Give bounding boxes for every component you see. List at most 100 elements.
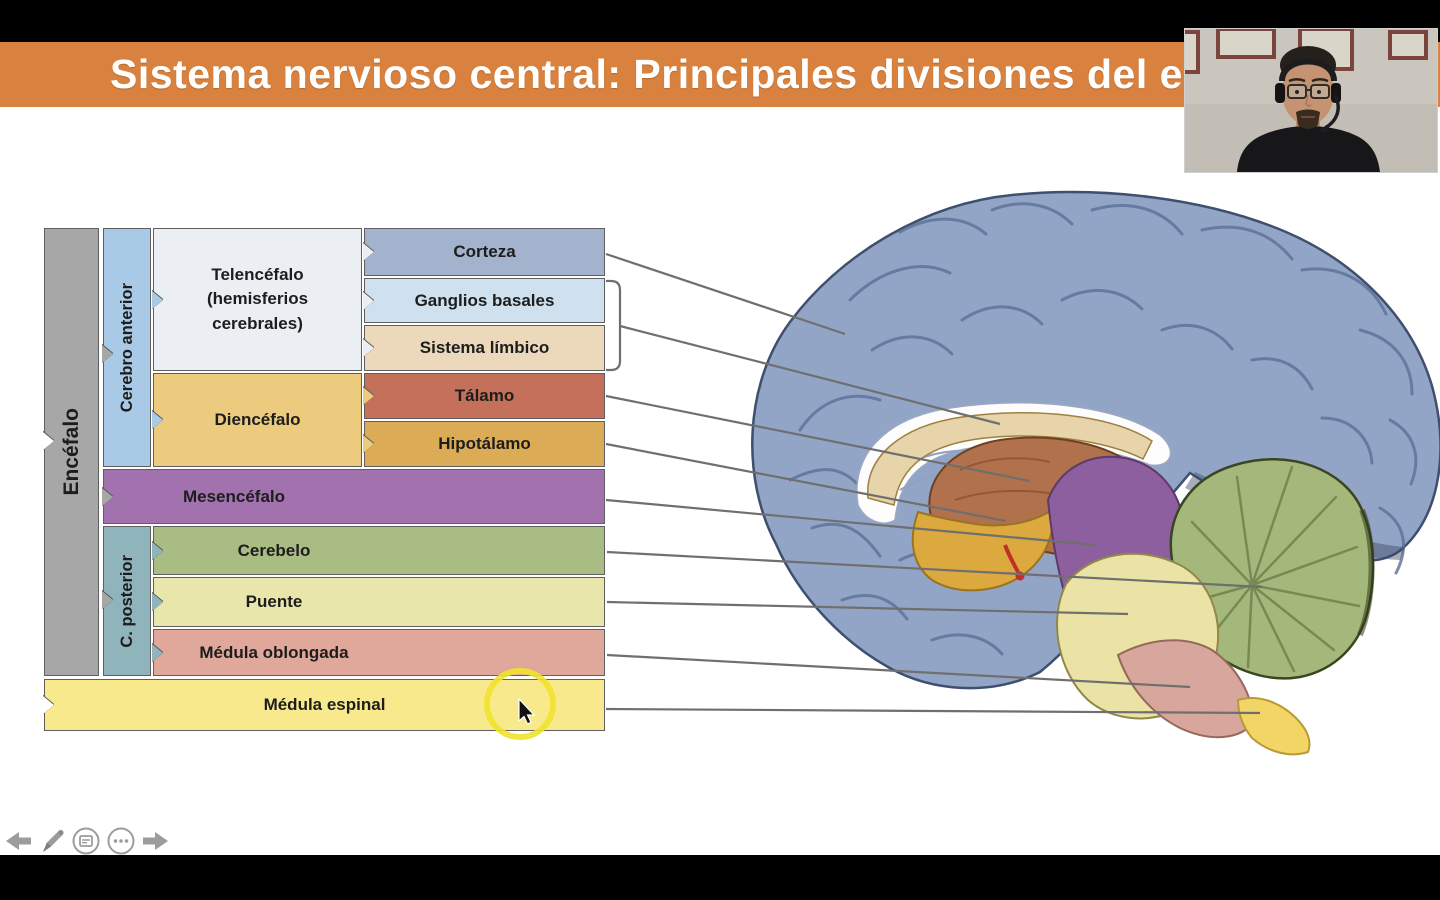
cerebellum-foliage-lines xyxy=(1182,465,1361,673)
fornix-lines xyxy=(899,449,986,511)
chevron-notch-icon xyxy=(152,411,163,429)
hipotalamo-label: Hipotálamo xyxy=(438,434,531,453)
arrow-left-icon xyxy=(6,832,31,850)
next-slide-button[interactable] xyxy=(142,830,170,852)
mesencefalo-label: Mesencéfalo xyxy=(182,486,286,506)
more-options-button[interactable] xyxy=(107,827,135,855)
chevron-notch-icon xyxy=(363,291,374,310)
chevron-notch-icon xyxy=(152,541,163,560)
arrow-right-icon xyxy=(143,832,168,850)
headset-earcup-icon xyxy=(1331,83,1341,103)
box-talamo: Tálamo xyxy=(363,373,605,419)
chevron-notch-icon xyxy=(43,432,54,450)
pen-tool-button[interactable] xyxy=(39,828,65,854)
eye xyxy=(1317,90,1321,94)
chevron-notch-icon xyxy=(152,643,163,662)
webcam-scene xyxy=(1185,29,1437,172)
ventricle-shape xyxy=(856,402,1172,524)
box-ganglios-basales: Ganglios basales xyxy=(363,278,605,323)
box-medula-espinal: Médula espinal xyxy=(43,679,605,731)
chevron-notch-icon xyxy=(363,339,374,357)
cortex-shape xyxy=(751,190,1440,690)
eye xyxy=(1295,90,1299,94)
line-ganglios-sistema xyxy=(619,324,1001,426)
pituitary-dot xyxy=(1015,571,1025,581)
slides-icon xyxy=(72,827,100,855)
medula-oblongada-label: Médula oblongada xyxy=(199,642,349,662)
mic-tip-icon xyxy=(1320,127,1328,133)
spinal-cord-shape xyxy=(1236,697,1311,756)
chevron-notch-icon xyxy=(363,435,374,453)
line-puente xyxy=(606,600,1129,616)
previous-slide-button[interactable] xyxy=(4,830,32,852)
box-cerebro-anterior: Cerebro anterior xyxy=(102,228,151,467)
frame-icon xyxy=(1388,30,1428,60)
chevron-notch-icon xyxy=(152,593,163,611)
leader-lines xyxy=(605,252,1263,715)
chevron-notch-icon xyxy=(152,290,163,309)
face xyxy=(1282,59,1334,125)
box-puente: Puente xyxy=(152,577,605,627)
chevron-notch-icon xyxy=(102,487,113,506)
eyebrows xyxy=(1288,78,1329,83)
mustache-goatee xyxy=(1296,109,1320,129)
cerebellum-edge-shading xyxy=(1357,508,1375,637)
line-hipotalamo xyxy=(605,442,1007,523)
box-diencefalo: Diencéfalo xyxy=(152,373,362,467)
chevron-notch-icon xyxy=(102,591,113,609)
chevron-notch-icon xyxy=(363,243,374,261)
medula-espinal-label: Médula espinal xyxy=(263,695,386,714)
diencefalo-label: Diencéfalo xyxy=(214,410,301,429)
brain-divisions-diagram: Encéfalo Cerebro anterior Telencéfalo (h… xyxy=(42,228,608,735)
torso xyxy=(1237,126,1380,172)
pons-shape xyxy=(1056,552,1220,720)
c-posterior-label: C. posterior xyxy=(117,554,136,648)
ganglios-basales-label: Ganglios basales xyxy=(414,290,555,310)
frame-icon xyxy=(1216,29,1276,59)
webcam-video xyxy=(1184,28,1438,173)
bracket-ganglios-sistema xyxy=(606,279,622,372)
line-mesencefalo xyxy=(605,498,1097,547)
slide-title: Sistema nervioso central: Principales di… xyxy=(110,51,1330,97)
box-telencefalo: Telencéfalo (hemisferios cerebrales) xyxy=(152,228,362,371)
chevron-notch-icon xyxy=(102,345,113,363)
occipital-shadow xyxy=(1185,472,1405,560)
thalamus-shape xyxy=(928,436,1146,557)
box-medula-oblongada: Médula oblongada xyxy=(152,629,605,676)
box-mesencefalo: Mesencéfalo xyxy=(102,469,605,524)
talamo-label: Tálamo xyxy=(454,386,515,405)
line-cerebelo xyxy=(606,550,1263,589)
box-hipotalamo: Hipotálamo xyxy=(363,421,605,467)
box-cerebelo: Cerebelo xyxy=(152,526,605,575)
chevron-notch-icon xyxy=(363,387,374,405)
telencefalo-label: Telencéfalo (hemisferios cerebrales) xyxy=(206,264,309,333)
bottom-black-bar xyxy=(0,855,1440,900)
box-sistema-limbico: Sistema límbico xyxy=(363,325,605,371)
cerebellum-shape xyxy=(1169,457,1375,680)
nose xyxy=(1305,94,1312,107)
cerebro-anterior-label: Cerebro anterior xyxy=(117,282,136,413)
line-medula-espinal xyxy=(605,707,1261,715)
headset-earcup-icon xyxy=(1275,83,1285,103)
encefalo-label: Encéfalo xyxy=(59,408,83,496)
corpus-callosum-shape xyxy=(867,412,1153,506)
presenter-controls xyxy=(4,826,170,856)
see-all-slides-button[interactable] xyxy=(72,827,100,855)
pituitary-stalk xyxy=(1003,544,1020,573)
medulla-shape xyxy=(1116,639,1256,739)
hypothalamus-shape xyxy=(911,508,1054,592)
thalamus-detail-lines xyxy=(954,457,1061,501)
line-medula-oblongada xyxy=(606,653,1191,689)
ellipsis-icon xyxy=(107,827,135,855)
line-talamo xyxy=(605,394,1031,483)
frame-icon xyxy=(1185,30,1200,74)
pen-icon xyxy=(43,830,64,852)
sistema-limbico-label: Sistema límbico xyxy=(419,338,550,357)
box-corteza: Corteza xyxy=(363,228,605,276)
headset-band-icon xyxy=(1279,58,1337,82)
mic-boom-icon xyxy=(1324,94,1340,130)
midbrain-shape xyxy=(1046,455,1186,661)
chevron-notch-icon xyxy=(43,696,54,714)
box-c-posterior: C. posterior xyxy=(102,526,151,676)
